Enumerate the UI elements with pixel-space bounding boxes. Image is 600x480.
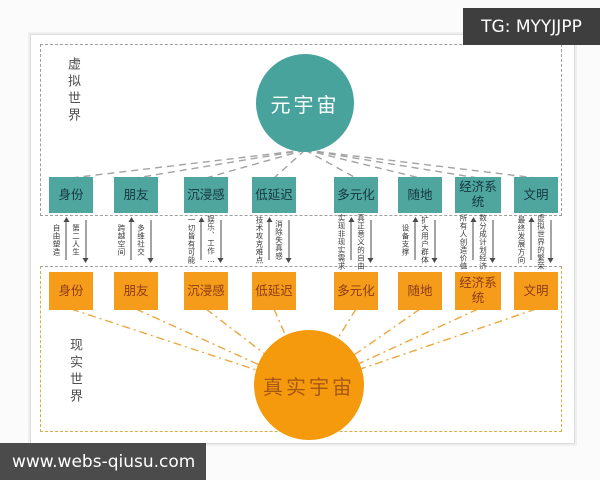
real-world-label: 现实世界 xyxy=(67,338,82,406)
virtual-node-anywhere: 随地 xyxy=(398,177,442,213)
mapping-civilization: 最终发展方向 虚拟世界的繁荣 xyxy=(517,214,555,270)
virtual-world-label: 虚拟世界 xyxy=(65,57,80,125)
mapping-right-text: 数分成计划经济 xyxy=(478,214,488,270)
virtual-node-low-latency: 低延迟 xyxy=(252,177,296,213)
up-arrow-icon xyxy=(62,217,70,263)
down-arrow-icon xyxy=(431,217,439,263)
mapping-identity: 自由塑造 第二人生 xyxy=(52,215,90,265)
mapping-right-text: 虚拟世界的繁荣 xyxy=(536,214,546,270)
virtual-node-civilization: 文明 xyxy=(514,177,558,213)
virtual-node-identity: 身份 xyxy=(49,177,93,213)
virtual-node-friends: 朋友 xyxy=(114,177,158,213)
real-universe-circle: 真实宇宙 xyxy=(254,330,364,440)
mapping-left-text: 自由塑造 xyxy=(52,224,61,256)
mapping-right-text: 消除失真感 xyxy=(274,220,284,260)
mapping-left-text: 一切皆有可能 xyxy=(187,216,196,264)
down-arrow-icon xyxy=(217,217,225,263)
real-node-civilization: 文明 xyxy=(514,272,558,310)
mapping-anywhere: 设备支撑 扩大用户群体 xyxy=(401,215,439,265)
mapping-left-text: 技术攻克难点 xyxy=(255,216,264,264)
down-arrow-icon xyxy=(547,217,555,263)
real-node-economy: 经济系统 xyxy=(455,272,501,310)
mapping-low-latency: 技术攻克难点 消除失真感 xyxy=(255,215,293,265)
up-arrow-icon xyxy=(127,217,135,263)
mapping-right-text: 娱乐、工作… xyxy=(206,215,216,265)
metaverse-circle: 元宇宙 xyxy=(256,54,354,152)
down-arrow-icon xyxy=(367,217,375,263)
down-arrow-icon xyxy=(285,217,293,263)
mapping-friends: 跨越空间 多维社交 xyxy=(117,215,155,265)
up-arrow-icon xyxy=(527,217,535,263)
up-arrow-icon xyxy=(469,217,477,263)
down-arrow-icon xyxy=(147,217,155,263)
mapping-right-text: 多维社交 xyxy=(136,224,146,256)
telegram-watermark: TG: MYYJJPP xyxy=(463,8,600,45)
mapping-left-text: 实现非现实需求 xyxy=(337,214,346,270)
mapping-left-text: 设备支撑 xyxy=(401,224,410,256)
real-node-anywhere: 随地 xyxy=(398,272,442,310)
virtual-world-frame xyxy=(40,44,562,216)
up-arrow-icon xyxy=(265,217,273,263)
mapping-immersion: 一切皆有可能 娱乐、工作… xyxy=(187,215,225,265)
mapping-right-text: 第二人生 xyxy=(71,224,81,256)
mapping-right-text: 扩大用户群体 xyxy=(420,216,430,264)
real-node-immersion: 沉浸感 xyxy=(184,272,228,310)
virtual-node-immersion: 沉浸感 xyxy=(184,177,228,213)
up-arrow-icon xyxy=(347,217,355,263)
website-watermark: www.webs-qiusu.com xyxy=(0,443,206,480)
mapping-economy: 所有人创造价值 数分成计划经济 xyxy=(459,214,497,270)
real-node-low-latency: 低延迟 xyxy=(252,272,296,310)
down-arrow-icon xyxy=(489,217,497,263)
mapping-left-text: 跨越空间 xyxy=(117,224,126,256)
down-arrow-icon xyxy=(82,217,90,263)
real-node-diversity: 多元化 xyxy=(334,272,378,310)
up-arrow-icon xyxy=(411,217,419,263)
virtual-node-diversity: 多元化 xyxy=(334,177,378,213)
real-node-friends: 朋友 xyxy=(114,272,158,310)
mapping-diversity: 实现非现实需求 真正意义的自由 xyxy=(337,214,375,270)
mapping-left-text: 所有人创造价值 xyxy=(459,214,468,270)
mapping-right-text: 真正意义的自由 xyxy=(356,214,366,270)
virtual-node-economy: 经济系统 xyxy=(455,177,501,213)
mapping-left-text: 最终发展方向 xyxy=(517,216,526,264)
up-arrow-icon xyxy=(197,217,205,263)
real-node-identity: 身份 xyxy=(49,272,93,310)
